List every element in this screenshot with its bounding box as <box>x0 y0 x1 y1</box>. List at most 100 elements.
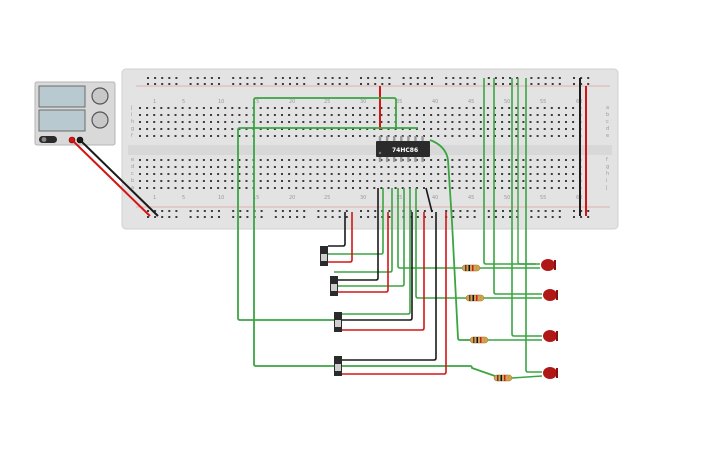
breadboard-hole[interactable] <box>380 173 383 175</box>
breadboard-hole[interactable] <box>309 187 312 189</box>
breadboard-hole[interactable] <box>147 216 149 218</box>
breadboard-hole[interactable] <box>195 128 198 130</box>
breadboard-hole[interactable] <box>459 83 462 85</box>
breadboard-hole[interactable] <box>281 180 283 182</box>
breadboard-hole[interactable] <box>174 159 177 161</box>
breadboard-hole[interactable] <box>373 187 376 189</box>
breadboard-hole[interactable] <box>160 173 163 175</box>
breadboard-hole[interactable] <box>394 187 397 189</box>
breadboard-hole[interactable] <box>302 180 305 182</box>
breadboard-hole[interactable] <box>423 180 425 182</box>
signal-wire[interactable] <box>334 188 405 287</box>
breadboard-hole[interactable] <box>210 83 213 85</box>
breadboard-hole[interactable] <box>451 159 454 161</box>
breadboard-hole[interactable] <box>139 187 141 189</box>
breadboard-hole[interactable] <box>381 83 384 85</box>
breadboard-hole[interactable] <box>288 180 291 182</box>
resistor-led-wire[interactable] <box>511 375 543 379</box>
breadboard-hole[interactable] <box>572 114 575 116</box>
breadboard-hole[interactable] <box>246 77 249 79</box>
breadboard-hole[interactable] <box>352 114 354 116</box>
breadboard-hole[interactable] <box>557 114 560 116</box>
breadboard-hole[interactable] <box>161 83 164 85</box>
breadboard-hole[interactable] <box>508 180 511 182</box>
breadboard-hole[interactable] <box>303 216 306 218</box>
breadboard-hole[interactable] <box>415 166 418 168</box>
breadboard-hole[interactable] <box>572 187 575 189</box>
breadboard-hole[interactable] <box>202 180 205 182</box>
breadboard-hole[interactable] <box>160 107 163 109</box>
power-supply[interactable] <box>34 81 116 146</box>
breadboard-hole[interactable] <box>345 210 348 212</box>
breadboard-hole[interactable] <box>487 210 490 212</box>
breadboard-hole[interactable] <box>431 77 433 79</box>
breadboard-hole[interactable] <box>415 114 418 116</box>
breadboard-hole[interactable] <box>218 77 220 79</box>
breadboard-hole[interactable] <box>416 77 419 79</box>
breadboard-hole[interactable] <box>415 135 418 137</box>
led[interactable] <box>543 367 558 379</box>
breadboard-hole[interactable] <box>501 166 504 168</box>
breadboard-hole[interactable] <box>188 107 191 109</box>
breadboard-hole[interactable] <box>367 83 370 85</box>
breadboard-hole[interactable] <box>537 77 540 79</box>
breadboard-hole[interactable] <box>175 77 178 79</box>
breadboard-hole[interactable] <box>181 135 184 137</box>
breadboard-hole[interactable] <box>465 114 468 116</box>
breadboard-hole[interactable] <box>160 159 163 161</box>
breadboard-hole[interactable] <box>260 83 263 85</box>
breadboard-hole[interactable] <box>381 77 384 79</box>
breadboard-hole[interactable] <box>458 166 461 168</box>
breadboard-hole[interactable] <box>486 121 489 123</box>
breadboard-hole[interactable] <box>338 210 341 212</box>
breadboard-hole[interactable] <box>472 166 475 168</box>
breadboard-hole[interactable] <box>295 180 298 182</box>
breadboard-hole[interactable] <box>502 77 504 79</box>
breadboard-hole[interactable] <box>479 180 482 182</box>
breadboard-hole[interactable] <box>317 77 320 79</box>
breadboard-hole[interactable] <box>501 121 504 123</box>
breadboard-hole[interactable] <box>557 173 560 175</box>
breadboard-hole[interactable] <box>465 166 468 168</box>
breadboard-hole[interactable] <box>153 121 156 123</box>
breadboard-hole[interactable] <box>445 210 448 212</box>
led-ground-wire[interactable] <box>517 78 536 265</box>
breadboard-hole[interactable] <box>273 135 276 137</box>
breadboard-hole[interactable] <box>472 121 475 123</box>
breadboard-hole[interactable] <box>295 107 298 109</box>
breadboard-hole[interactable] <box>281 135 283 137</box>
breadboard-hole[interactable] <box>302 128 305 130</box>
breadboard-hole[interactable] <box>139 135 141 137</box>
breadboard-hole[interactable] <box>210 187 212 189</box>
breadboard-hole[interactable] <box>316 135 319 137</box>
breadboard-hole[interactable] <box>352 180 354 182</box>
breadboard-hole[interactable] <box>423 173 425 175</box>
breadboard-hole[interactable] <box>465 128 468 130</box>
breadboard-hole[interactable] <box>572 135 575 137</box>
breadboard-hole[interactable] <box>168 77 171 79</box>
breadboard-hole[interactable] <box>451 187 454 189</box>
breadboard-hole[interactable] <box>303 83 306 85</box>
breadboard-hole[interactable] <box>352 166 354 168</box>
signal-wire[interactable] <box>397 188 462 269</box>
breadboard-hole[interactable] <box>331 77 334 79</box>
breadboard-hole[interactable] <box>344 107 347 109</box>
breadboard-hole[interactable] <box>423 114 425 116</box>
breadboard-hole[interactable] <box>167 166 170 168</box>
led-ground-wire[interactable] <box>511 78 542 337</box>
breadboard-hole[interactable] <box>160 121 163 123</box>
breadboard-hole[interactable] <box>558 210 561 212</box>
breadboard-hole[interactable] <box>296 77 299 79</box>
breadboard-hole[interactable] <box>387 159 390 161</box>
breadboard-hole[interactable] <box>259 166 262 168</box>
breadboard-hole[interactable] <box>544 77 547 79</box>
breadboard-hole[interactable] <box>536 135 539 137</box>
breadboard-hole[interactable] <box>479 135 482 137</box>
breadboard-hole[interactable] <box>360 216 362 218</box>
breadboard-hole[interactable] <box>501 114 504 116</box>
breadboard-hole[interactable] <box>231 121 234 123</box>
breadboard-hole[interactable] <box>537 83 540 85</box>
breadboard-hole[interactable] <box>359 166 362 168</box>
breadboard-hole[interactable] <box>154 83 157 85</box>
breadboard-hole[interactable] <box>210 216 213 218</box>
